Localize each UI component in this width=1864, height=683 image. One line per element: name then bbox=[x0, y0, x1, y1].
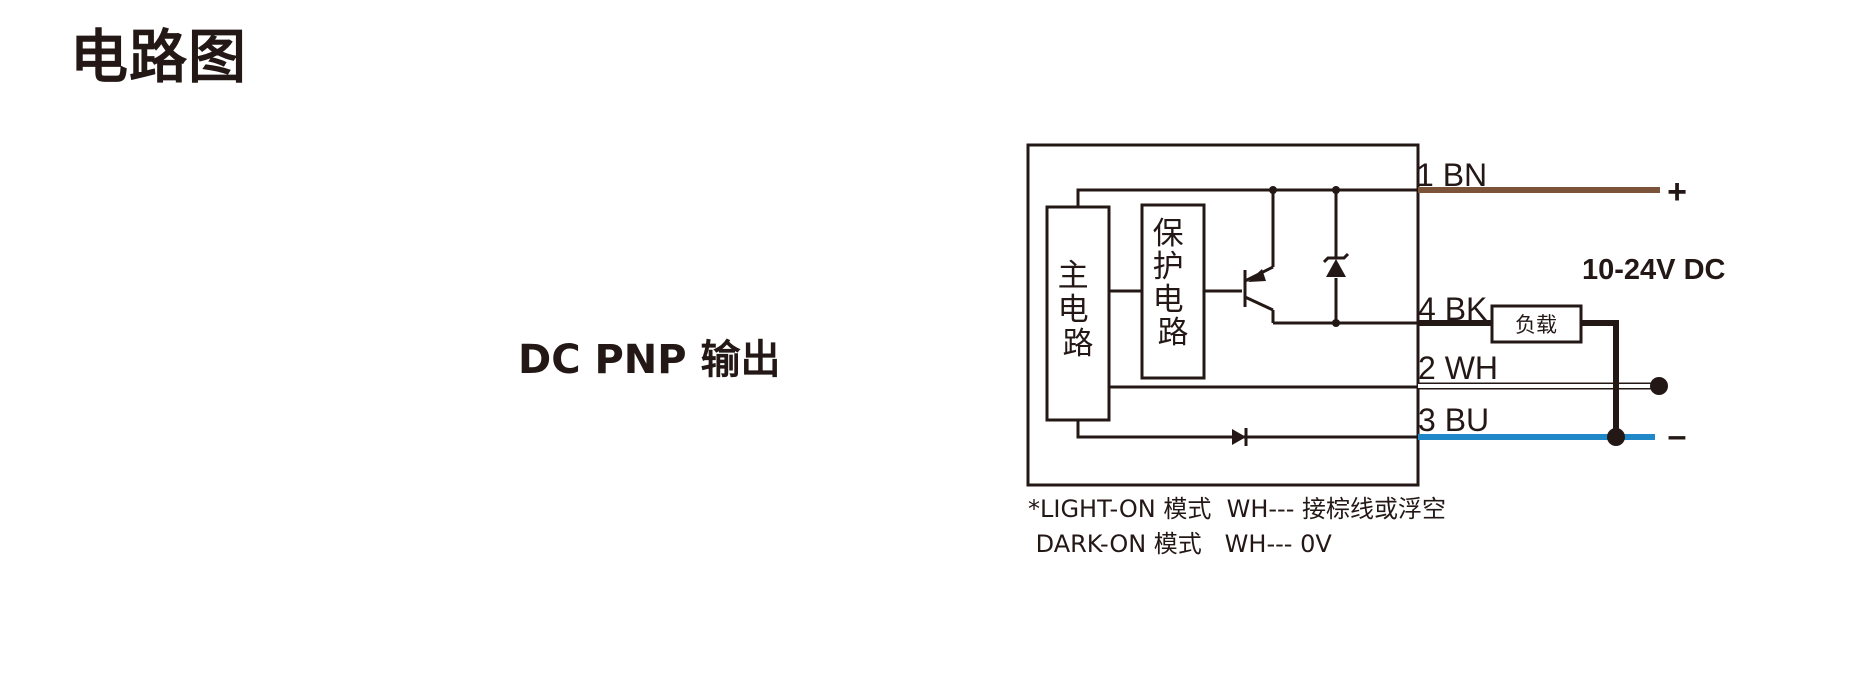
main-circuit-char-3: 路 bbox=[1063, 326, 1094, 362]
minus-sign: – bbox=[1668, 417, 1687, 455]
junction-dot bbox=[1607, 428, 1625, 446]
wire-label-bu: 3 BU bbox=[1418, 402, 1489, 438]
page-title: 电路图 bbox=[70, 23, 248, 91]
wire-label-bk: 4 BK bbox=[1418, 291, 1487, 327]
main-circuit-char-2: 电 bbox=[1058, 292, 1089, 328]
wire-label-bn: 1 BN bbox=[1416, 157, 1487, 193]
zener-diode-icon bbox=[1322, 252, 1350, 277]
sensor-enclosure bbox=[1026, 143, 1420, 487]
protection-circuit-label: 保 护 电 路 bbox=[1153, 216, 1194, 351]
junction-dot bbox=[1332, 319, 1340, 327]
internal-wiring bbox=[1076, 188, 1418, 439]
protection-char-2: 护 bbox=[1153, 249, 1184, 285]
diode-icon bbox=[1232, 428, 1248, 446]
note-light-on: *LIGHT-ON 模式 WH--- 接棕线或浮空 bbox=[1028, 495, 1446, 523]
protection-char-1: 保 bbox=[1153, 216, 1184, 252]
protection-char-3: 电 bbox=[1153, 282, 1184, 318]
load-return-wire bbox=[1581, 320, 1619, 437]
junction-dot bbox=[1332, 186, 1340, 194]
protection-char-4: 路 bbox=[1158, 315, 1189, 351]
load-label: 负载 bbox=[1515, 313, 1557, 337]
wire-label-wh: 2 WH bbox=[1418, 350, 1498, 386]
plus-sign: + bbox=[1667, 173, 1687, 211]
transistor-arrow-icon bbox=[1248, 269, 1266, 282]
supply-voltage-label: 10-24V DC bbox=[1582, 254, 1726, 286]
main-circuit-char-1: 主 bbox=[1058, 258, 1089, 294]
load-box bbox=[1490, 304, 1583, 344]
main-circuit-label: 主 电 路 bbox=[1058, 258, 1099, 362]
white-wire-terminal bbox=[1650, 377, 1668, 395]
output-type-label: DC PNP 输出 bbox=[518, 337, 781, 383]
note-dark-on: DARK-ON 模式 WH--- 0V bbox=[1028, 530, 1332, 558]
junction-dot bbox=[1269, 186, 1277, 194]
